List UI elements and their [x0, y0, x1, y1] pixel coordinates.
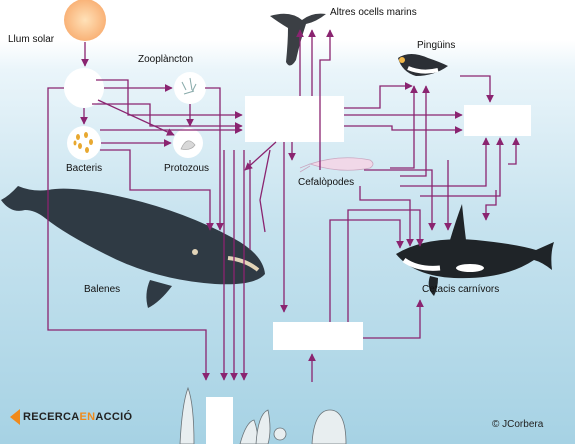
brand-text: RECERCAENACCIÓ — [23, 411, 132, 423]
bacteria-label: Bacteris — [66, 163, 103, 174]
brand-part1: RECERCA — [23, 411, 80, 423]
sun-label: Llum solar — [8, 34, 55, 45]
energy-flow-arrows — [47, 29, 520, 382]
cephalopods-label: Cefalòpodes — [298, 177, 355, 188]
brand-part2: EN — [79, 411, 96, 423]
benthos-box — [273, 322, 363, 350]
sun-icon — [64, 0, 106, 41]
whales-label: Balenes — [84, 284, 121, 295]
seabird-icon — [270, 8, 326, 66]
seabirds-label: Altres ocells marins — [330, 7, 417, 18]
brand-mark-icon — [10, 409, 20, 425]
penguin-icon — [398, 54, 448, 76]
orca-icon — [396, 204, 554, 296]
zooplankton-icon — [174, 72, 206, 104]
sediment-box — [206, 397, 233, 444]
top-predator-box — [464, 105, 531, 136]
protozoa-label: Protozous — [164, 163, 210, 174]
brand-logo: RECERCAENACCIÓ — [10, 409, 132, 425]
carnivorous-cetaceans-label: Cetacis carnívors — [422, 284, 500, 295]
phytoplankton-node — [64, 68, 104, 108]
brand-part3: ACCIÓ — [95, 411, 133, 423]
benthic-organisms-icon — [179, 386, 347, 444]
bacteria-icon — [67, 126, 101, 160]
zooplankton-label: Zooplàncton — [138, 54, 194, 65]
credit-text: © JCorbera — [492, 419, 544, 430]
whale-icon — [1, 186, 265, 308]
penguins-label: Pingüins — [417, 40, 456, 51]
cephalopod-icon — [299, 157, 374, 173]
protozoa-icon — [173, 128, 203, 158]
detritus-box — [245, 96, 344, 142]
